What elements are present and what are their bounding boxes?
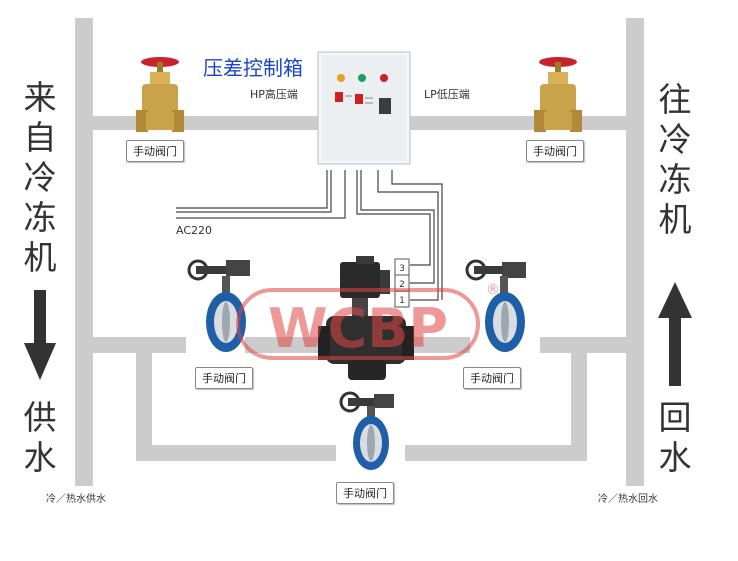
power-label: AC220 <box>176 224 213 237</box>
char: 机 <box>658 200 692 239</box>
switch-icon <box>335 92 343 102</box>
valve-label-mid-left: 手动阀门 <box>195 367 253 389</box>
left-text-top: 来 自 冷 冻 机 <box>20 78 60 278</box>
butterfly-valve-right-icon <box>465 259 526 352</box>
right-lower-horizontal-pipe <box>540 337 626 353</box>
control-wires <box>176 170 443 301</box>
terminal-block: 3 2 1 <box>394 258 410 308</box>
hp-label: HP高压端 <box>250 88 298 101</box>
valve-label-top-left: 手动阀门 <box>126 140 184 162</box>
char: 冷 <box>23 158 57 197</box>
up-arrow-icon <box>658 282 692 386</box>
bottom-right-pipe <box>405 445 587 461</box>
gate-valve-right-icon <box>534 57 582 132</box>
char: 水 <box>658 438 692 477</box>
terminal-label: 1 <box>399 296 405 306</box>
yellow-indicator-icon <box>337 74 345 82</box>
char: 机 <box>23 238 57 277</box>
valve-label-mid-right: 手动阀门 <box>463 367 521 389</box>
valve-label-top-right: 手动阀门 <box>526 140 584 162</box>
watermark-registered-mark: ® <box>486 282 500 298</box>
char: 水 <box>23 438 57 477</box>
down-arrow-icon <box>24 290 56 380</box>
char: 回 <box>658 398 692 437</box>
right-text-top: 往 冷 冻 机 <box>655 80 695 240</box>
char: 来 <box>23 78 57 117</box>
char: 冷 <box>658 120 692 159</box>
green-indicator-icon <box>358 74 366 82</box>
bottom-left-pipe <box>136 445 336 461</box>
char: 冻 <box>23 198 57 237</box>
watermark-text: WCBP <box>268 297 448 360</box>
right-vertical-pipe <box>626 18 644 486</box>
char: 供 <box>23 398 57 437</box>
butterfly-valve-bottom-icon <box>339 391 394 470</box>
terminal-label: 3 <box>399 264 405 274</box>
meter-icon <box>379 98 391 114</box>
char: 自 <box>23 118 57 157</box>
right-pipe-caption: 冷／热水回水 <box>598 494 658 505</box>
switch-icon <box>355 94 363 104</box>
gate-valve-left-icon <box>136 57 184 132</box>
right-lower-vertical-pipe <box>571 353 587 461</box>
left-pipe-caption: 冷／热水供水 <box>46 494 106 505</box>
char: 冻 <box>658 160 692 199</box>
right-text-bottom: 回 水 <box>655 398 695 478</box>
left-text-bottom: 供 水 <box>20 398 60 478</box>
left-lower-horizontal-pipe <box>93 337 186 353</box>
left-lower-vertical-pipe <box>136 353 152 461</box>
box-title: 压差控制箱 <box>203 56 303 80</box>
butterfly-valve-left-icon <box>187 259 250 352</box>
char: 往 <box>658 80 692 119</box>
red-indicator-icon <box>380 74 388 82</box>
pressure-control-box <box>317 51 411 165</box>
wcbp-watermark-logo: WCBP ® <box>236 282 500 360</box>
terminal-label: 2 <box>399 280 405 290</box>
valve-label-bottom: 手动阀门 <box>336 482 394 504</box>
left-vertical-pipe <box>75 18 93 486</box>
lp-label: LP低压端 <box>424 88 470 101</box>
